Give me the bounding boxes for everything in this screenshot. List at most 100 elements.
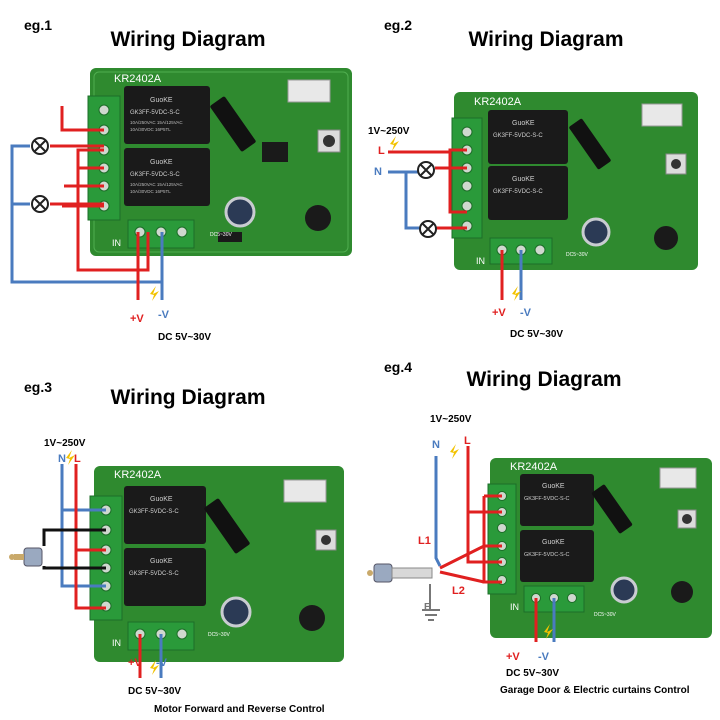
minus-v-label: -V <box>538 651 550 663</box>
diagram-eg2: eg.2 Wiring Diagram KR2402A GuoKE GK3FF-… <box>368 17 698 340</box>
board-model: KR2402A <box>510 461 558 473</box>
dc-voltage-label: DC 5V~30V <box>506 668 559 679</box>
inductor <box>671 581 693 603</box>
relay-2 <box>124 148 210 206</box>
ac-voltage-label: 1V~250V <box>430 414 472 425</box>
svg-text:GuoKE: GuoKE <box>150 97 173 104</box>
svg-text:GuoKE: GuoKE <box>512 120 535 127</box>
svg-text:10A/30VDC 16P5TL: 10A/30VDC 16P5TL <box>130 127 171 132</box>
relay-2 <box>488 166 568 220</box>
pcb-board: KR2402A GuoKE GK3FF-5VDC-S-C GuoKE GK3FF… <box>89 466 344 662</box>
inductor <box>305 205 331 231</box>
diagram-eg3: eg.3 Wiring Diagram KR2402A GuoKE GK3FF-… <box>9 379 344 715</box>
relay-1 <box>520 474 594 526</box>
minus-v-label: -V <box>520 307 532 319</box>
svg-text:GuoKE: GuoKE <box>150 496 173 503</box>
svg-text:GK3FF-5VDC-S-C: GK3FF-5VDC-S-C <box>493 133 543 139</box>
svg-text:10A/250VAC 15A/125VAC: 10A/250VAC 15A/125VAC <box>130 120 183 125</box>
antenna-coil <box>210 96 256 152</box>
svg-text:GK3FF-5VDC-S-C: GK3FF-5VDC-S-C <box>129 571 179 577</box>
svg-text:10A/30VDC 16P5TL: 10A/30VDC 16P5TL <box>130 189 171 194</box>
lamp-icon <box>419 220 437 238</box>
load-wiring <box>42 464 163 678</box>
lightning-icon <box>66 450 75 465</box>
dc-voltage-label: DC 5V~30V <box>158 332 211 343</box>
relay-2 <box>124 548 206 606</box>
rf-module <box>641 103 683 127</box>
output-terminal-block <box>451 117 483 239</box>
board-model: KR2402A <box>114 73 162 85</box>
plus-v-label: +V <box>130 313 144 325</box>
l2-label: L2 <box>452 585 465 597</box>
plus-v-label: +V <box>492 307 506 319</box>
svg-text:GK3FF-5VDC-S-C: GK3FF-5VDC-S-C <box>524 552 570 558</box>
load-wiring <box>388 148 523 300</box>
svg-text:GuoKE: GuoKE <box>542 539 565 546</box>
neutral-label: N <box>58 453 66 465</box>
diagram-title: Wiring Diagram <box>467 368 622 391</box>
svg-text:DC5~30V: DC5~30V <box>208 632 230 638</box>
panel-eg2: eg.2 Wiring Diagram KR2402A GuoKE GK3FF-… <box>360 0 720 360</box>
lamp-icon <box>31 195 49 213</box>
plus-v-label: +V <box>128 657 142 669</box>
pcb-board: KR2402A GuoKE GK3FF-5VDC-S-C GuoKE GK3FF… <box>451 92 698 270</box>
live-label: L <box>378 145 385 157</box>
rf-module <box>287 79 331 103</box>
svg-text:GK3FF-5VDC-S-C: GK3FF-5VDC-S-C <box>130 172 180 178</box>
svg-text:10A/250VAC 15A/125VAC: 10A/250VAC 15A/125VAC <box>130 182 183 187</box>
relay-1 <box>488 110 568 164</box>
lamp-icon <box>31 137 49 155</box>
relay-1 <box>124 486 206 544</box>
diagram-eg4: eg.4 Wiring Diagram KR2402A GuoKE GK3FF-… <box>367 360 712 696</box>
board-model: KR2402A <box>114 469 162 481</box>
capacitor <box>224 196 256 228</box>
eg-label: eg.4 <box>384 360 412 375</box>
neutral-label: N <box>374 166 382 178</box>
pcb-board: KR2402A GuoKE GK3FF-5VDC-S-C 10A/250VAC … <box>87 68 352 256</box>
capacitor <box>581 217 611 247</box>
eg-label: eg.3 <box>24 379 52 395</box>
svg-text:GK3FF-5VDC-S-C: GK3FF-5VDC-S-C <box>130 110 180 116</box>
capacitor <box>220 596 252 628</box>
svg-text:GK3FF-5VDC-S-C: GK3FF-5VDC-S-C <box>493 189 543 195</box>
svg-text:GK3FF-5VDC-S-C: GK3FF-5VDC-S-C <box>129 509 179 515</box>
earth-label: E <box>424 602 431 613</box>
ac-voltage-label: 1V~250V <box>368 126 410 137</box>
input-label: IN <box>510 602 519 612</box>
lightning-icon <box>450 444 459 459</box>
panel-eg4: eg.4 Wiring Diagram KR2402A GuoKE GK3FF-… <box>360 360 720 720</box>
pcb-board: KR2402A GuoKE GK3FF-5VDC-S-C GuoKE GK3FF… <box>487 458 712 638</box>
l1-label: L1 <box>418 535 431 547</box>
caption: Motor Forward and Reverse Control <box>154 704 325 715</box>
load-wiring <box>429 446 556 642</box>
diagram-title: Wiring Diagram <box>469 28 624 51</box>
motor-icon <box>9 547 43 567</box>
output-terminal-block <box>87 95 121 221</box>
minus-v-label: -V <box>158 309 170 321</box>
lightning-icon <box>150 286 159 301</box>
relay-1 <box>124 86 210 144</box>
lamp-icon <box>417 161 435 179</box>
ic-chip <box>262 142 288 162</box>
eg-label: eg.2 <box>384 17 412 33</box>
live-label: L <box>74 453 81 465</box>
rf-module <box>659 467 697 489</box>
svg-text:DC5~30V: DC5~30V <box>566 252 588 258</box>
diagram-eg1: eg.1 Wiring Diagram KR2402A GuoKE GK3FF-… <box>10 17 352 343</box>
lightning-icon <box>512 286 521 301</box>
output-terminal-block <box>89 495 123 621</box>
board-model: KR2402A <box>474 96 522 108</box>
svg-text:GuoKE: GuoKE <box>512 176 535 183</box>
input-label: IN <box>112 638 121 648</box>
svg-text:GuoKE: GuoKE <box>542 483 565 490</box>
input-label: IN <box>112 238 121 248</box>
antenna-coil <box>591 484 633 534</box>
load-wiring <box>10 106 164 300</box>
panel-eg1: eg.1 Wiring Diagram KR2402A GuoKE GK3FF-… <box>0 0 360 360</box>
diagram-title: Wiring Diagram <box>111 386 266 409</box>
svg-text:GK3FF-5VDC-S-C: GK3FF-5VDC-S-C <box>524 496 570 502</box>
plus-v-label: +V <box>506 651 520 663</box>
dc-voltage-label: DC 5V~30V <box>510 329 563 340</box>
svg-text:GuoKE: GuoKE <box>150 558 173 565</box>
lightning-icon <box>544 624 553 639</box>
